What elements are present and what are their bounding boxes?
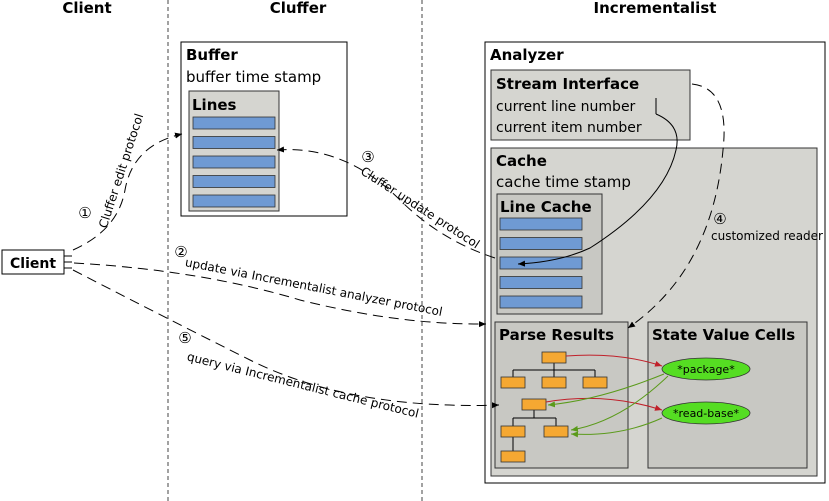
line-cache-lines (499, 217, 583, 309)
protocol-1-arrow (72, 132, 183, 251)
protocol-1-label: Cluffer edit protocol (96, 112, 146, 230)
cache-line (499, 276, 583, 289)
cache-title: Cache (496, 152, 547, 170)
cache-line (499, 237, 583, 250)
stream-interface-title: Stream Interface (496, 75, 639, 93)
analyzer-title: Analyzer (490, 46, 564, 64)
client-box (1, 249, 65, 275)
line-cache-panel (496, 193, 603, 315)
parse-node (541, 351, 567, 364)
column-header-incrementalist: Incrementalist (594, 0, 717, 17)
buffer-line (192, 155, 276, 169)
parse-node (543, 425, 569, 438)
buffer-lines (192, 116, 276, 208)
state-value-cells-panel (647, 321, 808, 469)
parse-node (500, 376, 526, 389)
protocol-1-number: ① (78, 204, 91, 222)
state-cell-read-base-label: *read-base* (673, 407, 739, 420)
cache-line (499, 256, 583, 270)
stream-interface-field-line: current line number (496, 99, 636, 115)
buffer-title: Buffer (186, 46, 238, 64)
state-cell-read-base (661, 401, 751, 425)
state-cell-package-label: *package* (677, 363, 735, 376)
protocol-5-label: query via Incrementalist cache protocol (186, 349, 421, 420)
column-header-client: Client (62, 0, 111, 17)
cache-line (499, 295, 583, 309)
buffer-timestamp: buffer time stamp (186, 68, 321, 86)
buffer-line (192, 136, 276, 149)
protocol-3-arrow (276, 146, 496, 259)
buffer-line (192, 116, 276, 130)
buffer-line (192, 194, 276, 208)
cache-line (499, 217, 583, 231)
stream-to-line-cache-arrow (517, 113, 678, 267)
red-dependency-arrows (545, 354, 663, 411)
protocol-2-label: update via Incrementalist analyzer proto… (184, 255, 444, 319)
protocol-4-arrow (627, 83, 725, 329)
protocol-5-number: ⑤ (178, 329, 191, 347)
client-box-label: Client (10, 256, 56, 272)
buffer-lines-panel (188, 90, 280, 212)
parse-node (521, 398, 547, 411)
line-cache-title: Line Cache (500, 198, 592, 216)
buffer-lines-title: Lines (192, 96, 237, 114)
protocol-4-number: ④ (713, 210, 726, 228)
parse-tree-2 (500, 398, 569, 463)
parse-tree-1 (500, 351, 608, 389)
protocol-4-label: customized reader (711, 229, 823, 243)
parse-node (500, 450, 526, 463)
parse-results-panel (494, 321, 629, 469)
protocol-3-number: ③ (361, 148, 374, 166)
state-value-cells-title: State Value Cells (652, 326, 795, 344)
cache-timestamp: cache time stamp (496, 173, 631, 191)
protocol-5-arrow (72, 269, 500, 409)
stream-interface-field-item: current item number (496, 120, 642, 136)
buffer-line (192, 175, 276, 188)
protocol-2-number: ② (174, 243, 187, 261)
green-dependency-arrows (547, 373, 669, 438)
state-cell-package (661, 357, 751, 381)
parse-node (541, 376, 567, 389)
client-port-stubs (64, 255, 72, 269)
parse-node (582, 376, 608, 389)
column-header-cluffer: Cluffer (270, 0, 327, 17)
parse-node (500, 425, 526, 438)
parse-results-title: Parse Results (499, 326, 614, 344)
protocol-3-label: Cluffer update protocol (358, 164, 482, 251)
stream-interface-box (490, 69, 691, 141)
protocol-2-arrow (73, 262, 487, 328)
